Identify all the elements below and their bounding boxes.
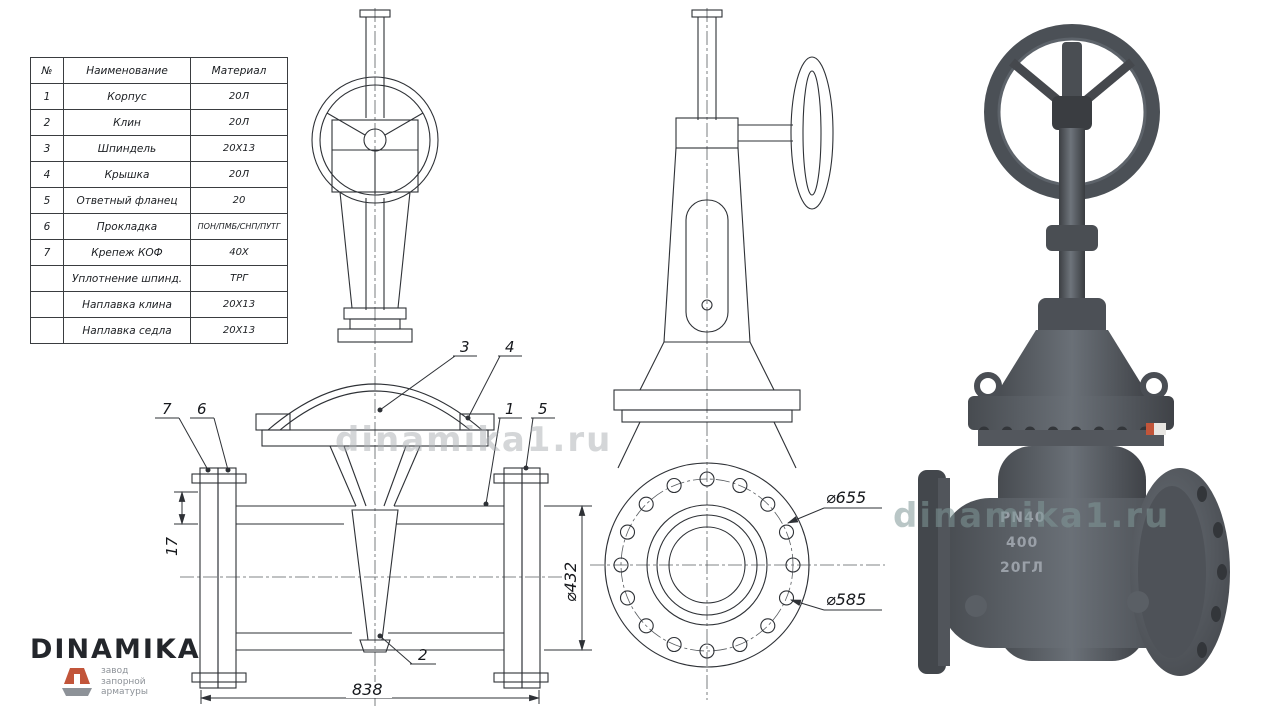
dimension-838: 838 [199,680,541,704]
logo-icon [62,668,92,696]
bonnet [255,383,495,507]
tagline-line: арматуры [101,687,148,698]
callout-4: 4 [505,338,515,356]
cast-mark-pn: PN40 [1000,510,1045,526]
table-row: 3 Шпиндель 20Х13 [30,135,288,162]
spindle [359,9,391,310]
photo-yoke [974,330,1168,400]
col-header-material: Материал [190,57,288,84]
col-header-num: № [30,57,64,84]
dim-838-label: 838 [352,680,383,699]
table-row: 7 Крепеж КОФ 40Х [30,239,288,266]
parts-table: № Наименование Материал 1 Корпус 20Л 2 К… [30,57,288,344]
callout-1: 1 [505,400,515,418]
tagline-line: запорной [101,676,146,687]
table-row: Наплавка клина 20Х13 [30,291,288,318]
tagline-line: завод [101,666,129,677]
yoke [331,119,419,309]
dimension-d585: ⌀585 [789,590,882,611]
stuffing-box [337,307,413,343]
photo-bonnet-flange [968,396,1174,446]
spindle-side [691,9,723,120]
dimension-17: 17 [163,490,198,556]
wedge [351,509,399,653]
callout-7: 7 [162,400,172,418]
dimension-d432: ⌀432 [544,504,592,652]
brand-name: DINAMIKA [30,634,201,665]
dim-d655-label: ⌀655 [826,488,866,507]
handwheel [311,76,439,204]
right-flange-pair [493,467,549,689]
valve-photo: PN40 400 20ГЛ [918,24,1230,676]
callout-6: 6 [197,400,207,418]
callout-5: 5 [538,400,548,418]
bonnet-side [613,341,801,469]
valve-body [236,505,504,651]
photo-body: PN40 400 20ГЛ [918,446,1230,676]
brand-logo: DINAMIKA завод запорной арматуры [30,636,201,698]
part-callouts: 3 4 7 6 1 5 2 [155,338,555,665]
dimension-d655: ⌀655 [786,488,882,524]
cast-mark-dn: 400 [1006,535,1038,551]
photo-stem [1038,128,1106,343]
table-row: 2 Клин 20Л [30,109,288,136]
callout-2: 2 [418,646,428,664]
table-row: Наплавка седла 20Х13 [30,317,288,344]
flange-face [604,462,810,668]
handwheel-side [675,56,834,210]
dim-d585-label: ⌀585 [826,590,866,609]
logo-tagline: завод запорной арматуры [101,666,148,697]
table-row: 1 Корпус 20Л [30,83,288,110]
dim-17-label: 17 [163,536,181,556]
table-row: 6 Прокладка ПОН/ПМБ/СНП/ПУТГ [30,213,288,240]
cast-mark-material: 20ГЛ [1000,560,1044,576]
front-view-drawing: 3 4 7 6 1 5 2 [155,8,562,706]
yoke-side [663,147,751,343]
side-view-drawing: ⌀655 ⌀585 ⌀432 [544,8,885,700]
dim-d432-label: ⌀432 [561,562,580,602]
callout-3: 3 [460,338,470,356]
table-header-row: № Наименование Материал [30,57,288,84]
